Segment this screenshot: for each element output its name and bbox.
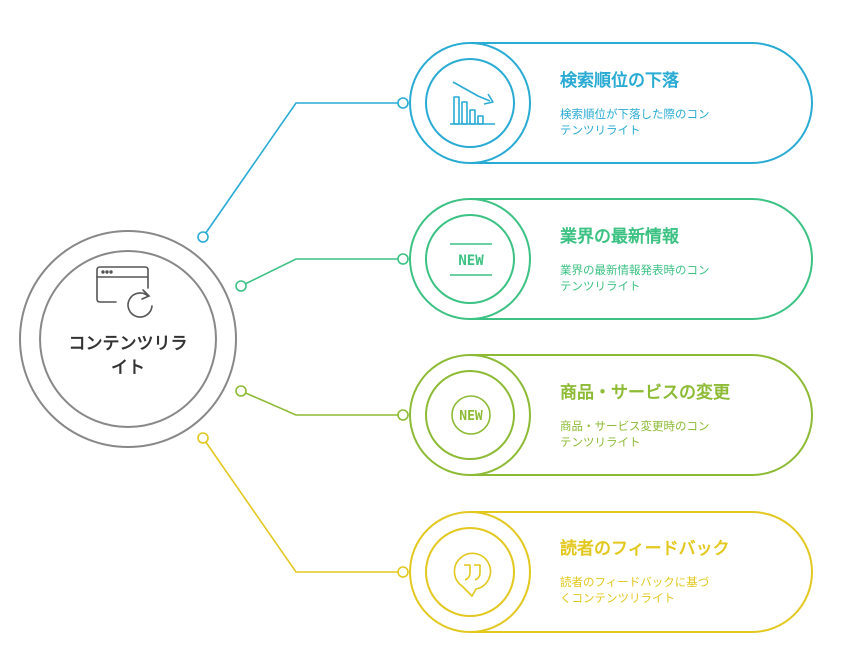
card-description: 業界の最新情報発表時のコン テンツリライト xyxy=(560,262,770,294)
card-description-line: テンツリライト xyxy=(560,123,641,137)
center-node xyxy=(19,230,237,448)
card-title: 商品・サービスの変更 xyxy=(560,383,730,403)
center-label-line2: イト xyxy=(111,358,145,378)
connector-4 xyxy=(197,432,409,578)
card-description-line: 商品・サービス変更時のコン xyxy=(560,419,710,433)
card-1 xyxy=(409,42,813,164)
new-badge-text: NEW xyxy=(459,409,483,424)
card-description-line: 読者のフィードバックに基づ xyxy=(560,575,710,589)
card-title: 業界の最新情報 xyxy=(560,227,679,247)
browser-refresh-icon xyxy=(96,266,153,318)
connector-2 xyxy=(235,253,409,292)
card-description-line: くコンテンツリライト xyxy=(560,591,675,605)
card-description: 商品・サービス変更時のコン テンツリライト xyxy=(560,418,770,450)
card-2-text: 業界の最新情報 業界の最新情報発表時のコン テンツリライト xyxy=(560,226,770,294)
card-3-text: 商品・サービスの変更 商品・サービス変更時のコン テンツリライト xyxy=(560,382,770,450)
card-4-text: 読者のフィードバック 読者のフィードバックに基づ くコンテンツリライト xyxy=(560,538,770,606)
card-description-line: 業界の最新情報発表時のコン xyxy=(560,263,710,277)
card-title: 検索順位の下落 xyxy=(560,71,679,91)
declining-bar-chart-icon xyxy=(450,81,495,125)
connector-1 xyxy=(197,97,409,243)
card-3: NEW xyxy=(409,354,813,476)
new-banner-text: NEW xyxy=(458,253,484,269)
card-description: 読者のフィードバックに基づ くコンテンツリライト xyxy=(560,574,770,606)
connector-3 xyxy=(235,385,409,421)
card-description-line: テンツリライト xyxy=(560,435,641,449)
center-label-line1: コンテンツリラ xyxy=(68,334,188,354)
card-4 xyxy=(409,511,813,633)
center-label: コンテンツリラ イト xyxy=(40,332,216,380)
new-badge-icon xyxy=(451,395,491,435)
quote-bubble-icon xyxy=(453,552,492,597)
card-title: 読者のフィードバック xyxy=(560,539,730,559)
new-banner-icon xyxy=(450,243,492,276)
card-description-line: テンツリライト xyxy=(560,279,641,293)
card-1-text: 検索順位の下落 検索順位が下落した際のコン テンツリライト xyxy=(560,70,770,138)
card-2: NEW xyxy=(409,198,813,320)
card-description: 検索順位が下落した際のコン テンツリライト xyxy=(560,106,770,138)
card-description-line: 検索順位が下落した際のコン xyxy=(560,107,710,121)
